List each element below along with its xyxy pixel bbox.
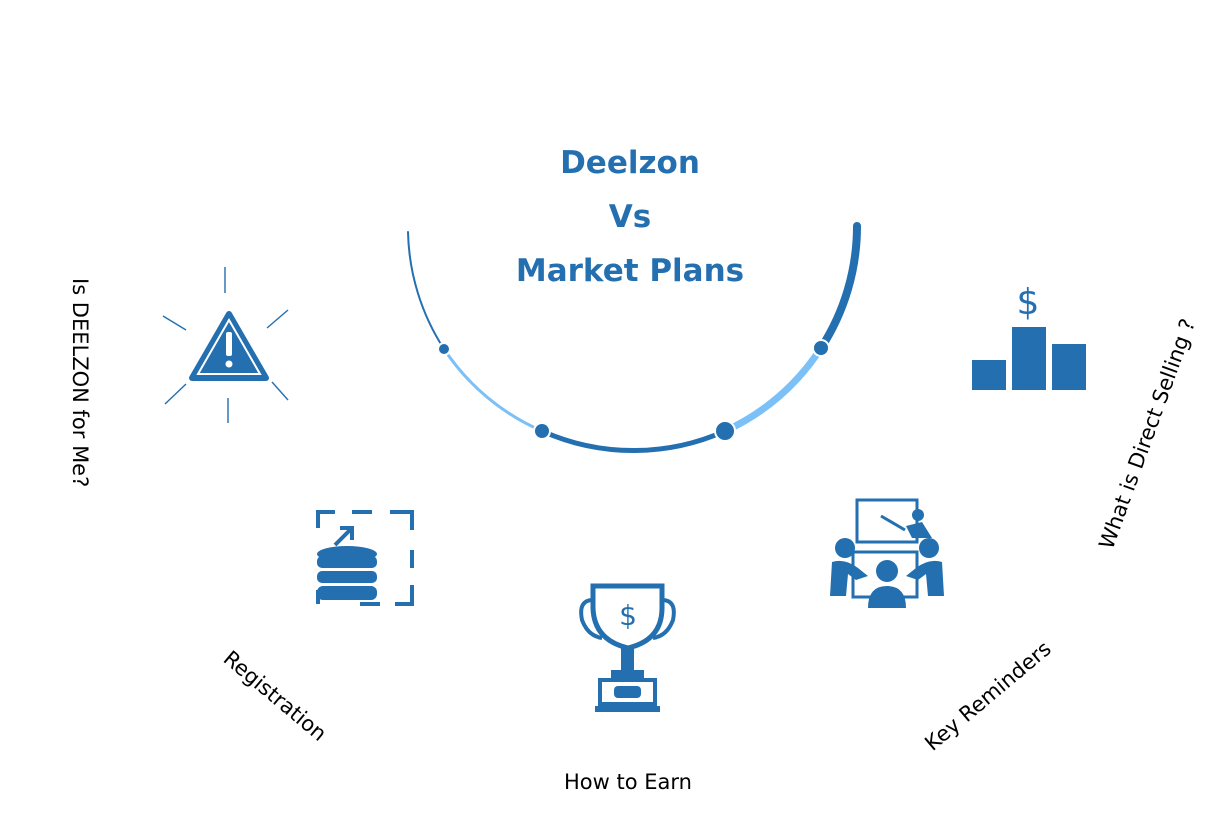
arc-dot [812,339,830,357]
meeting-presentation-icon [830,498,944,608]
svg-text:$: $ [619,599,637,632]
title-line-2: Vs [608,199,652,235]
chart-dollar-icon: $ [972,282,1086,390]
database-upload-icon [316,510,414,606]
arc-dot [533,422,551,440]
arc-dot [437,342,451,356]
label-how-to-earn: How to Earn [564,770,692,794]
title-line-1: Deelzon [560,145,700,181]
warning-icon [162,267,289,423]
arc-segment-5 [817,222,862,352]
label-is-for-me: Is DEELZON for Me? [68,278,92,488]
arc-segment-4 [721,344,825,435]
arc-segment-3 [539,428,728,454]
arc-segment-2 [442,347,544,433]
central-arc [407,222,862,454]
svg-text:$: $ [1017,282,1040,323]
trophy-dollar-icon: $ [579,583,676,712]
arc-segment-1 [407,231,445,350]
arc-dot [714,420,736,442]
title-line-3: Market Plans [515,253,745,289]
